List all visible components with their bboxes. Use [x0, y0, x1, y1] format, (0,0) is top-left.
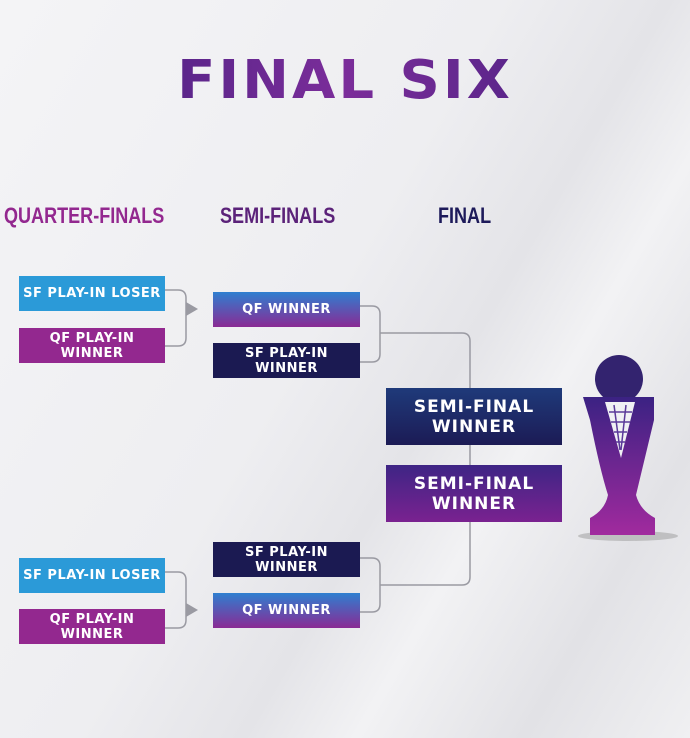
final-slot-semi-final-winner: SEMI-FINAL WINNER — [386, 388, 562, 445]
sf-slot-qf-winner: QF WINNER — [213, 593, 360, 628]
sf-slot-sf-play-in-winner: SF PLAY-IN WINNER — [213, 343, 360, 378]
qf-slot-qf-play-in-winner: QF PLAY-IN WINNER — [19, 328, 165, 363]
header-final: FINAL — [438, 203, 492, 228]
qf-slot-sf-play-in-loser: SF PLAY-IN LOSER — [19, 558, 165, 593]
arrow-icon — [186, 603, 198, 617]
header-quarter-finals: QUARTER-FINALS — [4, 203, 165, 228]
page-title: FINAL SIX — [0, 50, 690, 112]
trophy-icon — [578, 355, 678, 541]
sf-slot-qf-winner: QF WINNER — [213, 292, 360, 327]
header-semi-finals: SEMI-FINALS — [220, 203, 336, 228]
qf-slot-sf-play-in-loser: SF PLAY-IN LOSER — [19, 276, 165, 311]
arrow-icon — [186, 302, 198, 316]
final-slot-semi-final-winner: SEMI-FINAL WINNER — [386, 465, 562, 522]
qf-slot-qf-play-in-winner: QF PLAY-IN WINNER — [19, 609, 165, 644]
sf-slot-sf-play-in-winner: SF PLAY-IN WINNER — [213, 542, 360, 577]
